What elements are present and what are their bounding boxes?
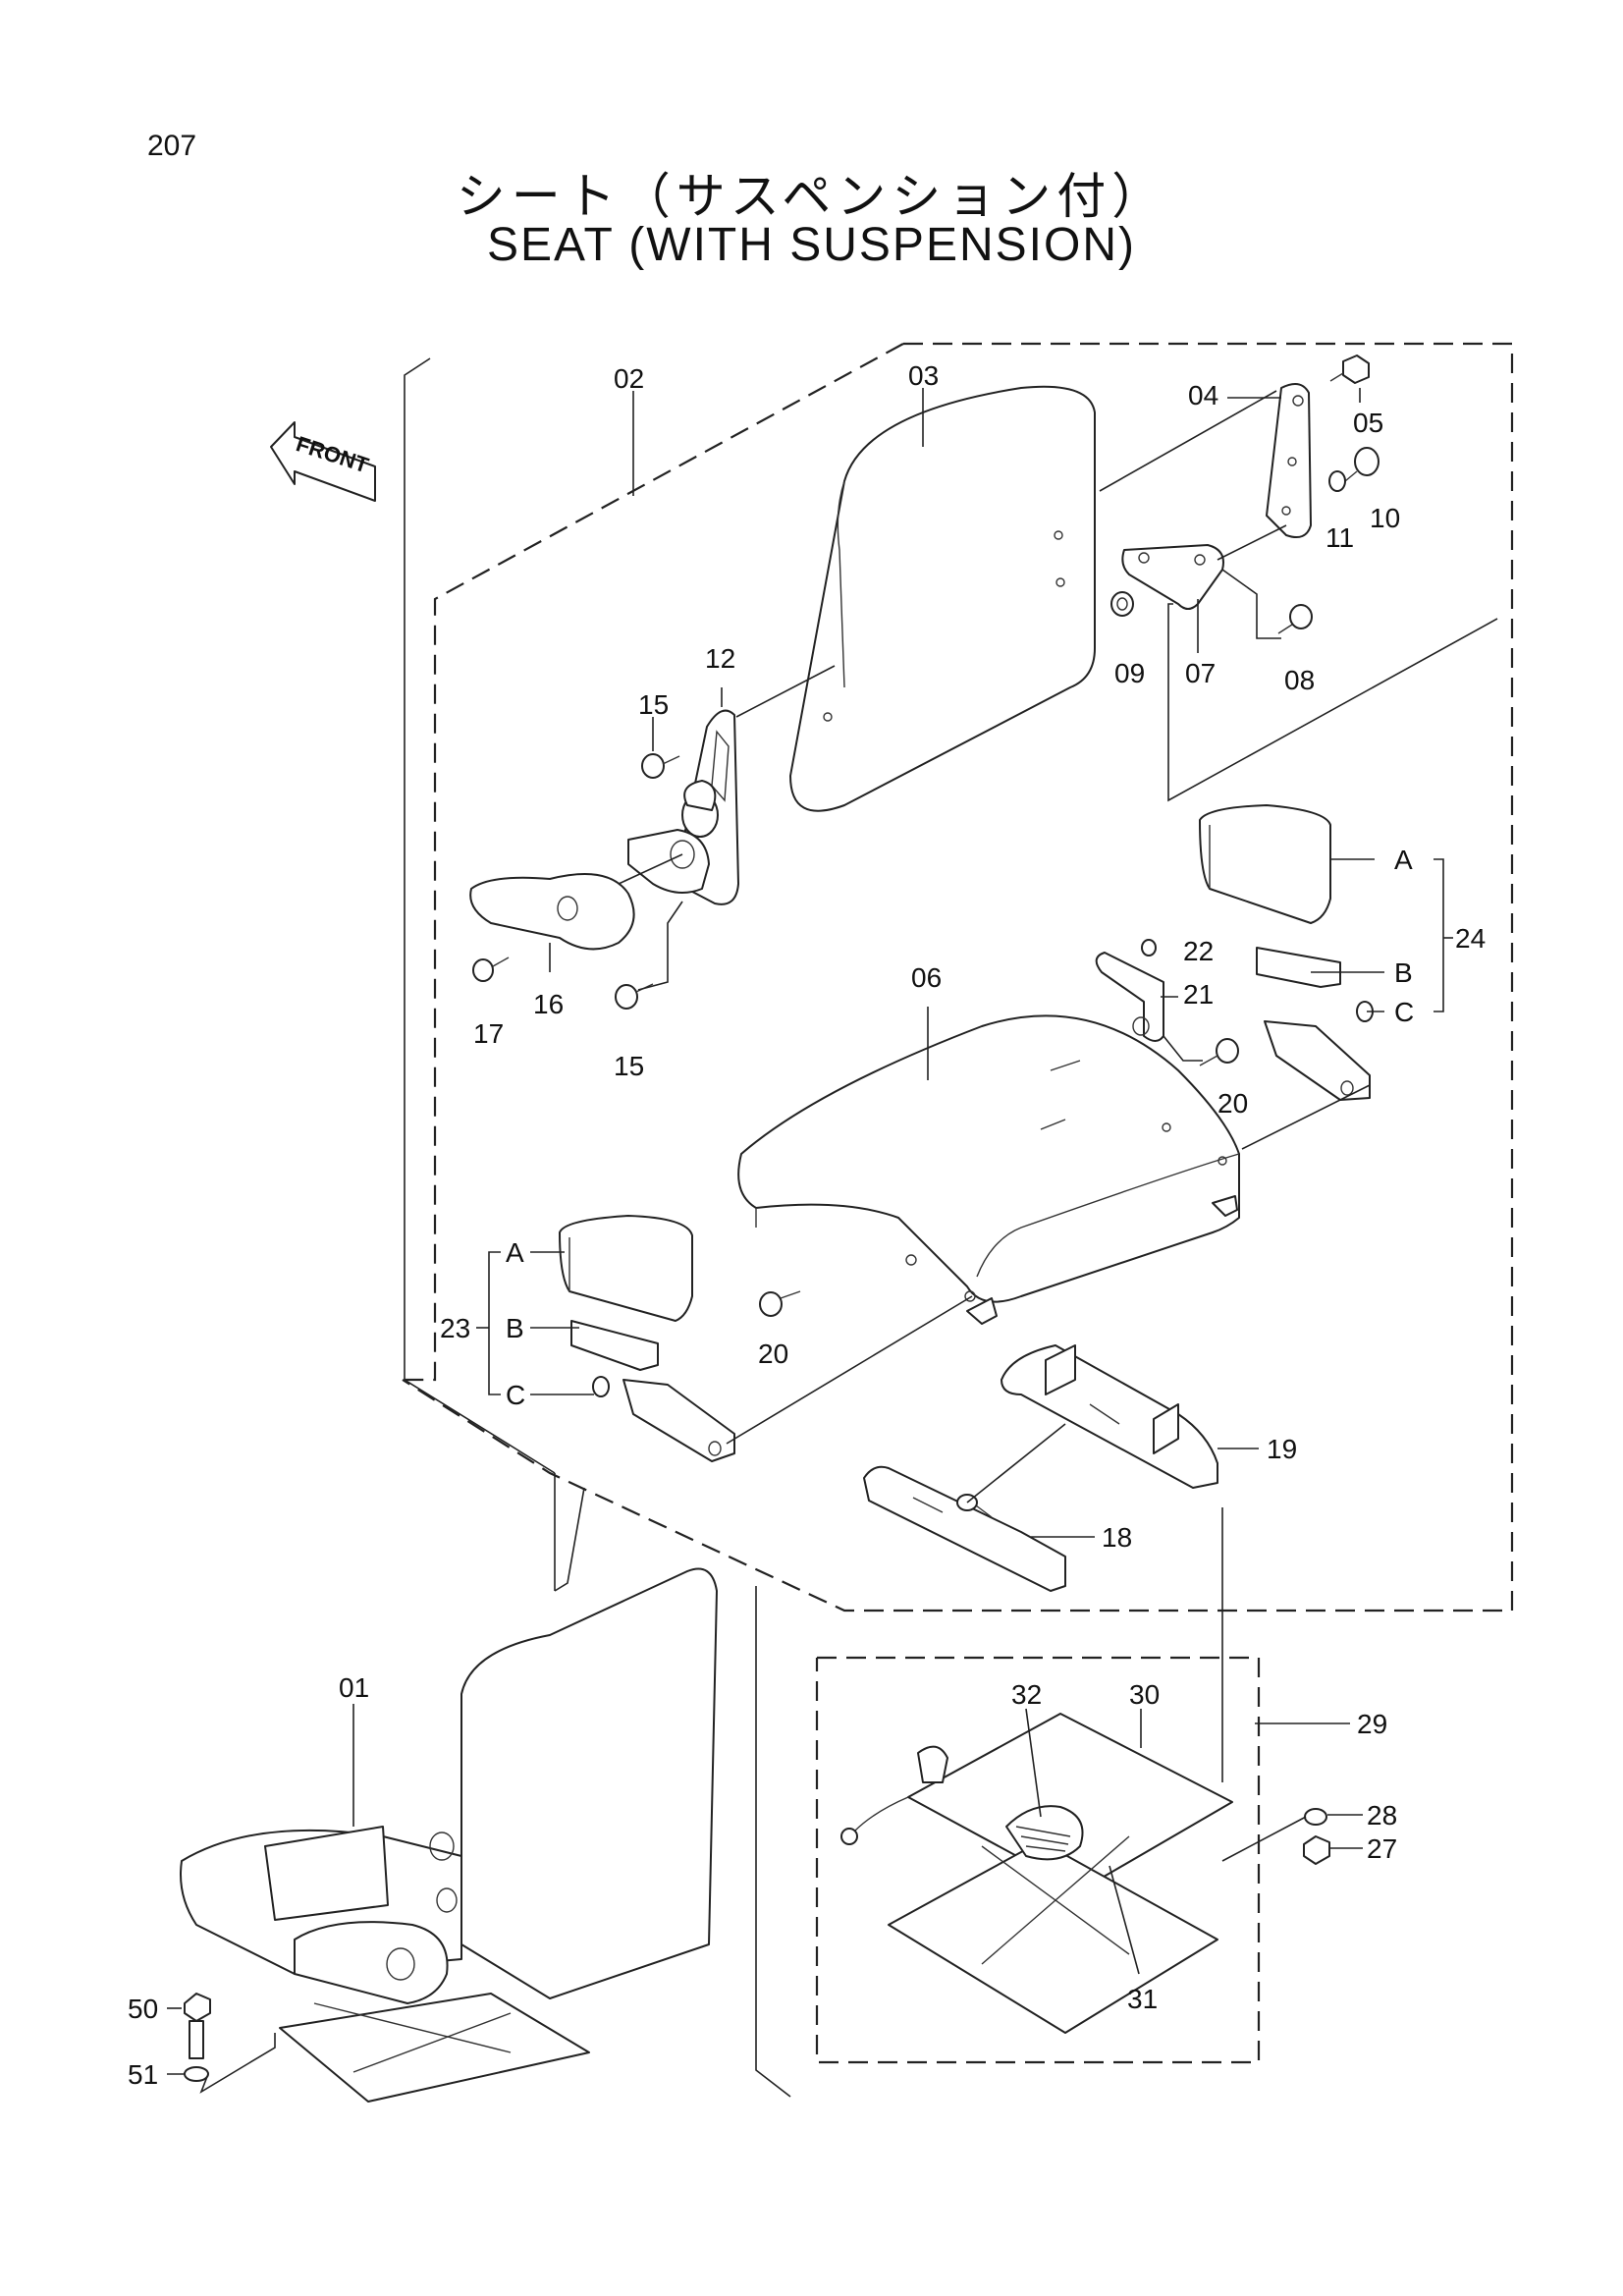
group-29-boundary xyxy=(815,1656,1261,2064)
label-27: 27 xyxy=(1367,1833,1397,1864)
label-51: 51 xyxy=(128,2059,158,2090)
label-02: 02 xyxy=(614,363,644,394)
leader-lines xyxy=(167,388,1498,2094)
label-15-lower: 15 xyxy=(614,1051,644,1081)
part-20-bolt-lower xyxy=(759,1290,801,1317)
label-23: 23 xyxy=(440,1313,470,1343)
label-24-c: C xyxy=(1394,997,1414,1027)
part-27-nut xyxy=(1303,1835,1330,1865)
label-21: 21 xyxy=(1183,979,1214,1010)
label-24-b: B xyxy=(1394,957,1413,988)
part-29-suspension xyxy=(840,1713,1233,2034)
label-07: 07 xyxy=(1185,658,1216,688)
label-16: 16 xyxy=(533,989,564,1019)
part-19-slide-rail xyxy=(1001,1344,1218,1489)
part-50-bolt xyxy=(184,1993,211,2059)
label-22: 22 xyxy=(1183,936,1214,966)
label-05: 05 xyxy=(1353,408,1383,438)
part-23-armrest xyxy=(559,1215,735,1462)
part-22-nut xyxy=(1141,939,1157,957)
label-32: 32 xyxy=(1011,1679,1042,1710)
label-15-upper: 15 xyxy=(638,689,669,720)
part-28-washer xyxy=(1304,1808,1327,1826)
label-11: 11 xyxy=(1325,522,1354,553)
label-31: 31 xyxy=(1127,1984,1158,2014)
label-50: 50 xyxy=(128,1994,158,2024)
part-06-seat-cushion xyxy=(737,1014,1240,1325)
label-28: 28 xyxy=(1367,1800,1397,1831)
leader-divider xyxy=(755,1586,791,2098)
label-30: 30 xyxy=(1129,1679,1160,1710)
label-04: 04 xyxy=(1188,380,1218,410)
label-10: 10 xyxy=(1370,503,1400,533)
page-number: 207 xyxy=(147,130,197,162)
label-12: 12 xyxy=(705,643,735,674)
title-japanese: シート（サスペンション付） xyxy=(456,168,1167,225)
part-03-backrest xyxy=(789,385,1096,812)
label-06: 06 xyxy=(911,962,942,993)
front-arrow-icon: FRONT xyxy=(270,421,376,502)
label-29: 29 xyxy=(1357,1709,1387,1739)
label-19: 19 xyxy=(1267,1434,1297,1464)
label-09: 09 xyxy=(1114,658,1145,688)
part-15-bolt-upper xyxy=(641,753,680,779)
part-10-bolt xyxy=(1344,447,1380,482)
label-20-upper: 20 xyxy=(1217,1088,1248,1119)
part-09-nut xyxy=(1110,591,1134,617)
part-07-bracket xyxy=(1121,544,1224,610)
part-01-seat-assembly xyxy=(180,1567,718,2103)
label-23-b: B xyxy=(506,1313,524,1343)
label-18: 18 xyxy=(1102,1522,1132,1553)
label-23-a: A xyxy=(506,1237,524,1268)
part-16-recline-cover xyxy=(469,873,635,951)
label-01: 01 xyxy=(339,1672,369,1703)
label-17: 17 xyxy=(473,1018,504,1049)
label-03: 03 xyxy=(908,360,939,391)
part-11-washer xyxy=(1328,470,1346,492)
label-20-lower: 20 xyxy=(758,1339,788,1369)
part-labels: 02 03 04 05 10 11 09 07 08 12 15 15 16 1… xyxy=(128,360,1486,2090)
group-02-boundary xyxy=(402,342,1514,1613)
part-18-slide-rail xyxy=(863,1465,1066,1592)
label-08: 08 xyxy=(1284,665,1315,695)
part-04-bracket xyxy=(1266,383,1312,538)
part-20-bolt-upper xyxy=(1199,1038,1239,1066)
part-08-bolt xyxy=(1277,604,1313,634)
title-english: SEAT (WITH SUSPENSION) xyxy=(487,219,1136,271)
part-05-bolt xyxy=(1329,355,1370,384)
part-51-washer xyxy=(184,2066,209,2082)
label-23-c: C xyxy=(506,1380,525,1410)
part-17-screw xyxy=(472,957,510,982)
label-24: 24 xyxy=(1455,923,1486,954)
label-24-a: A xyxy=(1394,845,1413,875)
part-24-armrest xyxy=(1199,804,1374,1101)
